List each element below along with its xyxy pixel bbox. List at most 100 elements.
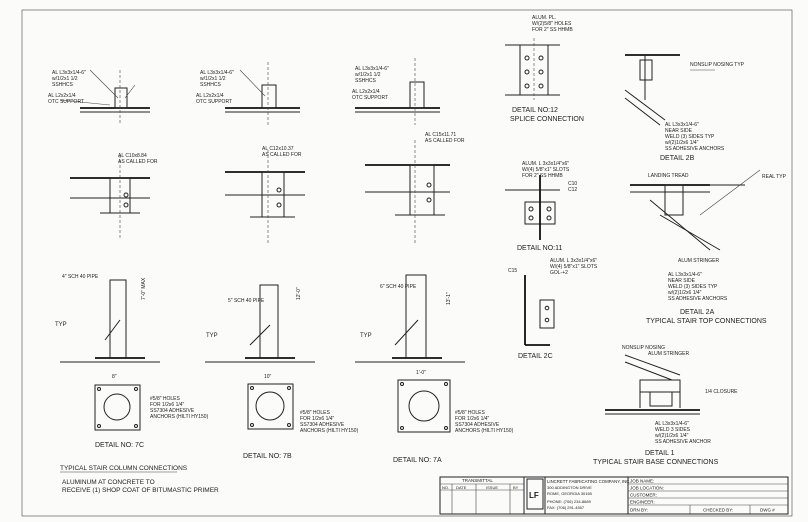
- dim: 12'-0": [296, 287, 302, 300]
- detail-title: DETAIL 2B: [660, 155, 695, 162]
- dim: 7'-0" MAX: [141, 277, 147, 300]
- note: SS7304 ADHESIVE: [300, 422, 345, 428]
- detail-subtitle: TYPICAL STAIR BASE CONNECTIONS: [593, 459, 719, 466]
- company-logo-box: [526, 478, 544, 510]
- company-name: LINCRETT FABRICATING COMPANY, INC.: [547, 479, 630, 484]
- note: w/1/2x1 1/2: [52, 76, 78, 82]
- note: w/(2)1/2x6 1/4": [665, 140, 699, 146]
- detail-7a-mid: AL C15x11.71 AS CALLED FOR: [365, 132, 465, 245]
- note: w/1/2x1 1/2: [200, 76, 226, 82]
- note: ALUM STRINGER: [678, 258, 720, 264]
- note: ALUM. L 3x3x1/4"x6": [550, 258, 597, 264]
- sheet-border: [21, 9, 793, 517]
- note: SSHHCS: [52, 82, 74, 88]
- note: SS ADHESIVE ANCHOR: [655, 439, 711, 445]
- detail-2c: C15 ALUM. L 3x3x1/4"x6" W/(4) 5/8"x1" SL…: [508, 258, 598, 360]
- detail-subtitle: TYPICAL STAIR TOP CONNECTIONS: [646, 318, 767, 325]
- note: ALUM STRINGER: [648, 351, 690, 357]
- field-engineer: ENGINEER:: [630, 500, 655, 505]
- note: #5/8" HOLES: [300, 410, 331, 416]
- note: #5/8" HOLES: [455, 410, 486, 416]
- dim: 1'-0": [416, 370, 426, 376]
- note: w/(2)1/2x6 1/4": [655, 433, 689, 439]
- pipe-label: 4" SCH 40 PIPE: [62, 274, 99, 280]
- note: W/(4) 5/8"x1" SLOTS: [522, 167, 570, 173]
- dim: 13'-1": [446, 292, 452, 305]
- note: NEAR SIDE: [668, 278, 696, 284]
- note: OTC SUPPORT: [352, 95, 388, 101]
- note: SSHHCS: [200, 82, 222, 88]
- note: OTC SUPPORT: [196, 99, 232, 105]
- note: AL L2x2x1/4: [352, 89, 380, 95]
- note: AL L3x3x1/4-6": [665, 122, 699, 128]
- note: #5/8" HOLES: [150, 396, 181, 402]
- note: C10: [568, 181, 577, 187]
- note: FOR 1/2x6 1/4": [150, 402, 185, 408]
- field-checked-by: CHECKED BY:: [703, 508, 733, 513]
- note: RECEIVE (1) SHOP COAT OF BITUMASTIC PRIM…: [62, 487, 219, 494]
- pipe-label: 6" SCH 40 PIPE: [380, 284, 417, 290]
- detail-2a: LANDING TREAD REAL TYP ALUM STRINGER AL …: [630, 169, 787, 325]
- detail-title: DETAIL NO: 7A: [393, 457, 442, 464]
- company-logo: LF: [529, 491, 539, 500]
- note: C12: [568, 187, 577, 193]
- field-drawn-by: DRN BY:: [630, 508, 648, 513]
- pipe-label: 5" SCH 40 PIPE: [228, 298, 265, 304]
- field-customer: CUSTOMER:: [630, 493, 657, 498]
- note: GOL-+2: [550, 270, 568, 276]
- note: LANDING TREAD: [648, 173, 689, 179]
- note: W/(2)5/8" HOLES: [532, 21, 572, 27]
- typ-label: TYP: [206, 333, 218, 339]
- note: ALUMINUM AT CONCRETE TO: [62, 479, 155, 486]
- note: SS7304 ADHESIVE: [150, 408, 195, 414]
- detail-7c-post: 4" SCH 40 PIPE TYP 7'-0" MAX: [55, 274, 160, 363]
- note: 1/4 CLOSURE: [705, 389, 738, 395]
- detail-title: DETAIL NO:12: [512, 107, 558, 114]
- dim: 8": [112, 374, 117, 380]
- note: FOR 2" SS HHMB: [532, 27, 573, 33]
- detail-7a-top: AL L3x3x1/4-6" w/1/2x1 1/2 SSHHCS AL L2x…: [352, 58, 440, 125]
- field-job-location: JOB LOCATION:: [630, 486, 664, 491]
- note: AL C12x10.37: [262, 146, 294, 152]
- detail-subtitle: SPLICE CONNECTION: [510, 116, 584, 123]
- detail-title: DETAIL NO: 7C: [95, 442, 144, 449]
- detail-7b-top: AL L3x3x1/4-6" w/1/2x1 1/2 SSHHCS AL L2x…: [196, 62, 300, 125]
- note: NONSLIP NOSING TYP: [690, 62, 745, 68]
- note: AL L2x2x1/4: [196, 93, 224, 99]
- detail-7c-top: AL L3x3x1/4-6" w/1/2x1 1/2 SSHHCS AL L2x…: [48, 69, 150, 125]
- note: NONSLIP NOSING: [622, 345, 665, 351]
- detail-1: NONSLIP NOSING ALUM STRINGER 1/4 CLOSURE…: [593, 345, 738, 466]
- header-issue: ISSUE: [486, 485, 498, 490]
- general-notes: TYPICAL STAIR COLUMN CONNECTIONS ALUMINU…: [60, 465, 219, 494]
- title-block: LF TRANSMITTAL NO. DATE ISSUE BY LINCRET…: [439, 476, 789, 515]
- note: SSHHCS: [355, 78, 377, 84]
- note: NEAR SIDE: [665, 128, 693, 134]
- detail-7c-plan: 8" #5/8" HOLES FOR 1/2x6 1/4" SS7304 ADH…: [94, 374, 209, 449]
- typ-label: TYP: [55, 322, 67, 328]
- note: AS CALLED FOR: [118, 159, 158, 165]
- header-by: BY: [513, 485, 519, 490]
- company-phone: PHONE: (706) 234-8689: [547, 499, 592, 504]
- caption: TYPICAL STAIR COLUMN CONNECTIONS: [60, 465, 188, 472]
- note: WELD 3 SIDES: [655, 427, 691, 433]
- typ-label: TYP: [360, 333, 372, 339]
- note: SS7304 ADHESIVE: [455, 422, 500, 428]
- note: FOR 1/2x6 1/4": [300, 416, 335, 422]
- detail-12: ALUM. PL. W/(2)5/8" HOLES FOR 2" SS HHMB…: [505, 15, 584, 123]
- detail-7b-mid: AL C12x10.37 AS CALLED FOR: [225, 146, 305, 245]
- dim: 10": [264, 374, 272, 380]
- note: AS CALLED FOR: [262, 152, 302, 158]
- transmittal-label: TRANSMITTAL: [462, 478, 493, 483]
- note: AL L3x3x1/4-6": [52, 70, 86, 76]
- note: w/(2)1/2x6 1/4": [668, 290, 702, 296]
- note: OTC SUPPORT: [48, 99, 84, 105]
- note: AL L2x2x1/4: [48, 93, 76, 99]
- detail-7c-mid: AL C10x8.84 AS CALLED FOR: [70, 153, 158, 240]
- note: AL C10x8.84: [118, 153, 147, 159]
- company-city: ROME, GEORGIA 30165: [547, 491, 593, 496]
- note: AL L3x3x1/4-6": [355, 66, 389, 72]
- note: AS CALLED FOR: [425, 138, 465, 144]
- note: ANCHORS (HILTI HY150): [455, 428, 514, 434]
